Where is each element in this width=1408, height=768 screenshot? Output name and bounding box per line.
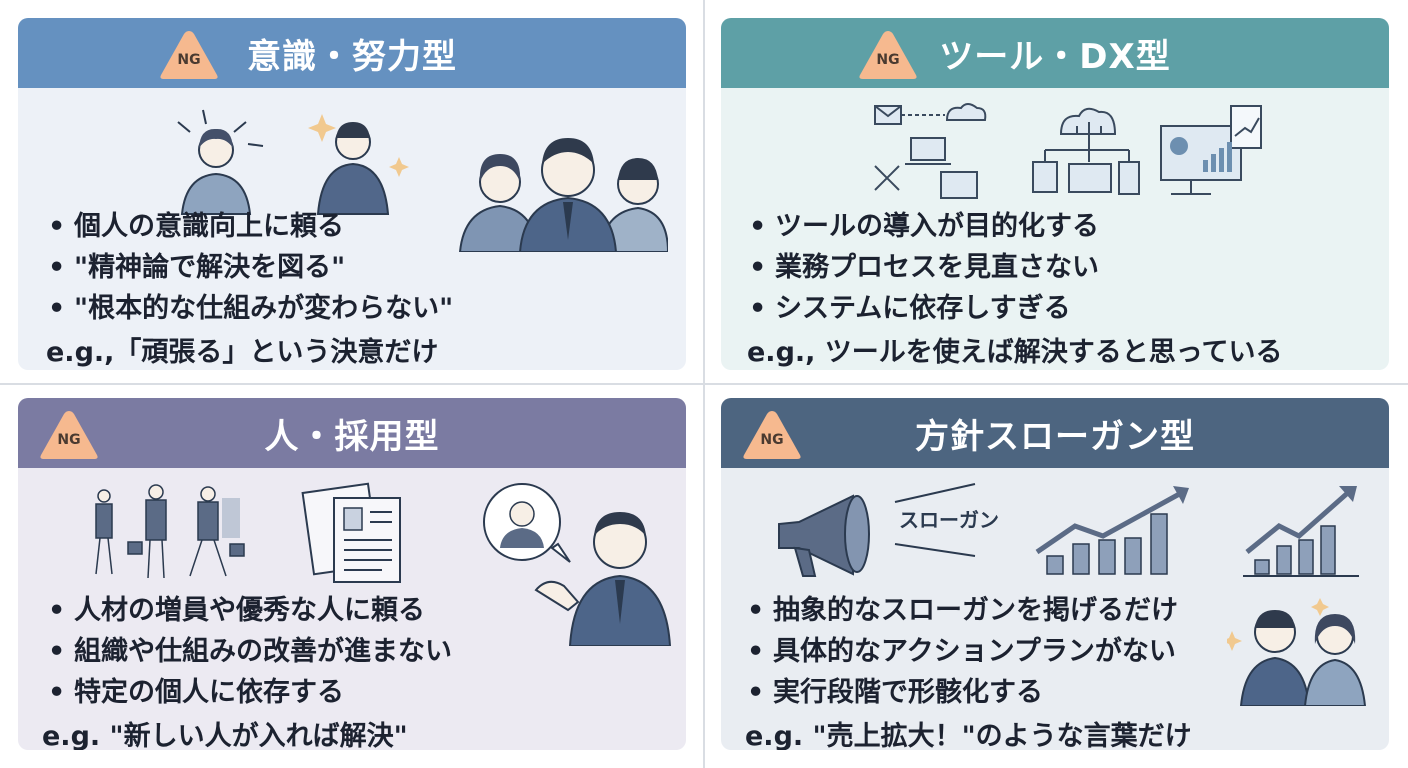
panel-awareness-effort: NG 意識・努力型 •個人の意識: [18, 18, 686, 370]
list-item-text: 具体的なアクションプランがない: [773, 636, 1176, 667]
bullet-list: • 抽象的なスローガンを掲げるだけ • 具体的なアクションプランがない • 実行段階で…: [747, 590, 1178, 713]
list-item-text: 業務プロセスを見直さない: [775, 252, 1099, 283]
panel-title: 方針スローガン型: [915, 416, 1195, 457]
bullet-list: • 人材の増員や優秀な人に頼る • 組織や仕組みの改善が進まない • 特定の個人に依存…: [48, 590, 452, 713]
bullet-list: • ツールの導入が目的化する • 業務プロセスを見直さない • システムに依存しすぎる: [749, 206, 1099, 329]
list-item-text: 特定の個人に依存する: [74, 677, 344, 708]
list-item: • 抽象的なスローガンを掲げるだけ: [747, 590, 1178, 631]
panel-header: NG 方針スローガン型: [721, 398, 1389, 468]
slogan-lines: [891, 478, 981, 558]
list-item: • 組織や仕組みの改善が進まない: [48, 631, 452, 672]
bullet-dot: •: [48, 595, 66, 626]
list-item-text: 組織や仕組みの改善が進まない: [74, 636, 452, 667]
devices-icon: [865, 100, 1265, 200]
bullet-dot: •: [747, 677, 765, 708]
bullet-dot: •: [48, 211, 66, 242]
people-icon: [1227, 598, 1387, 706]
example-text: e.g., ツールを使えば解決すると思っている: [747, 337, 1283, 368]
bullet-dot: •: [48, 636, 66, 667]
panel-title: 意識・努力型: [247, 36, 457, 77]
list-item: • 特定の個人に依存する: [48, 672, 452, 713]
ng-badge-icon: NG: [741, 408, 803, 462]
growth-chart-icon: [1033, 482, 1373, 584]
bullet-dot: •: [747, 636, 765, 667]
list-item-text: システムに依存しすぎる: [775, 293, 1071, 324]
list-item: • 個人の意識向上に頼る: [48, 206, 453, 247]
list-item: • 人材の増員や優秀な人に頼る: [48, 590, 452, 631]
panel-header: NG 人・採用型: [18, 398, 686, 468]
ng-badge-label: NG: [57, 432, 81, 448]
panel-title: 人・採用型: [264, 416, 440, 457]
people-icon: [168, 102, 668, 252]
presenter-icon: [528, 506, 678, 646]
horizontal-divider: [0, 383, 1408, 385]
panel-title: ツール・DX型: [939, 36, 1171, 77]
bullet-dot: •: [747, 595, 765, 626]
example-text: e.g.,「頑張る」という決意だけ: [46, 337, 439, 368]
panel-header: NG 意識・努力型: [18, 18, 686, 88]
list-item-text: 個人の意識向上に頼る: [74, 211, 344, 242]
ng-badge-icon: NG: [857, 28, 919, 82]
list-item: • 業務プロセスを見直さない: [749, 247, 1099, 288]
list-item-text: 人材の増員や優秀な人に頼る: [74, 595, 425, 626]
list-item-text: ツールの導入が目的化する: [775, 211, 1099, 242]
example-text: e.g. "売上拡大！"のような言葉だけ: [745, 721, 1192, 750]
bullet-dot: •: [749, 252, 767, 283]
example-text: e.g. "新しい人が入れば解決": [42, 721, 408, 750]
list-item: • システムに依存しすぎる: [749, 288, 1099, 329]
ng-badge-icon: NG: [38, 408, 100, 462]
list-item-text: "精神論で解決を図る": [74, 252, 346, 283]
panel-header: NG ツール・DX型: [721, 18, 1389, 88]
list-item-text: 実行段階で形骸化する: [773, 677, 1043, 708]
panel-people-hiring: NG 人・採用型: [18, 398, 686, 750]
ng-badge-label: NG: [760, 432, 784, 448]
bullet-dot: •: [48, 677, 66, 708]
bullet-dot: •: [749, 293, 767, 324]
panel-policy-slogan: NG 方針スローガン型 スローガン: [721, 398, 1389, 750]
slogan-label: スローガン: [899, 508, 999, 532]
bullet-dot: •: [749, 211, 767, 242]
list-item: • 実行段階で形骸化する: [747, 672, 1178, 713]
list-item-text: "根本的な仕組みが変わらない": [74, 293, 454, 324]
list-item: • 具体的なアクションプランがない: [747, 631, 1178, 672]
megaphone-icon: [773, 478, 883, 588]
ng-badge-label: NG: [876, 52, 900, 68]
ng-badge-icon: NG: [158, 28, 220, 82]
list-item: • ツールの導入が目的化する: [749, 206, 1099, 247]
panel-tool-dx: NG ツール・DX型: [721, 18, 1389, 370]
bullet-list: • 個人の意識向上に頼る • "精神論で解決を図る" • "根本的な仕組みが変わらない…: [48, 206, 453, 329]
documents-icon: [82, 482, 602, 644]
list-item: • "根本的な仕組みが変わらない": [48, 288, 453, 329]
ng-badge-label: NG: [177, 52, 201, 68]
list-item-text: 抽象的なスローガンを掲げるだけ: [773, 595, 1178, 626]
bullet-dot: •: [48, 252, 66, 283]
bullet-dot: •: [48, 293, 66, 324]
list-item: • "精神論で解決を図る": [48, 247, 453, 288]
